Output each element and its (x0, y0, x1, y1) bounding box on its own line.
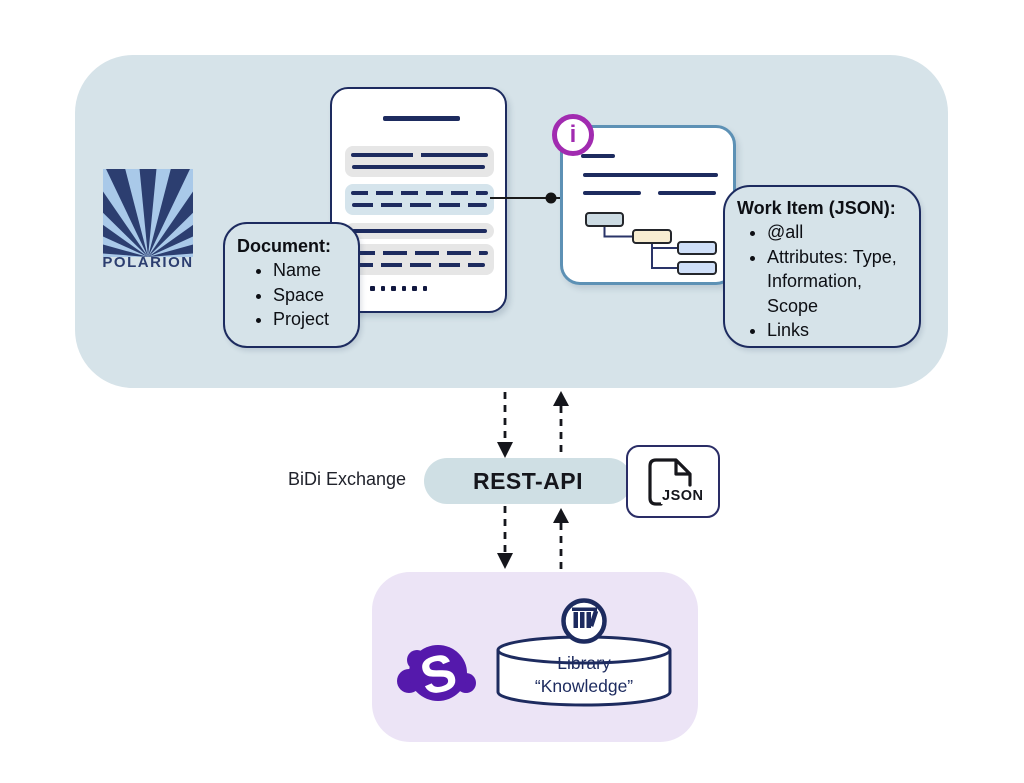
document-ellipsis-dots (370, 286, 427, 291)
workitem-text-segment (583, 191, 641, 195)
arrowhead-down-icon (497, 553, 513, 569)
workitem-title-line (581, 154, 615, 158)
list-item: Project (273, 307, 350, 332)
library-knowledge-label: “Knowledge” (534, 676, 634, 696)
polarion-logo-icon (103, 169, 193, 257)
document-row-4 (345, 244, 494, 275)
arrowhead-up-icon (553, 391, 569, 406)
document-annotation-list: Name Space Project (237, 258, 350, 332)
document-annotation-box: Document: Name Space Project (223, 222, 360, 348)
info-icon: i (552, 114, 594, 156)
workitem-tree-diagram (585, 212, 717, 275)
document-row-1 (345, 146, 494, 177)
workitem-annotation-list: @all Attributes: Type, Information, Scop… (737, 220, 913, 343)
library-books-icon (561, 598, 607, 644)
document-row-3 (345, 223, 494, 239)
list-item: Space (273, 283, 350, 308)
polarion-wordmark: POLARION (102, 254, 194, 271)
list-item: @all (767, 220, 913, 245)
document-row-highlighted (345, 184, 494, 215)
list-item: Links (767, 318, 913, 343)
knowledge-database-cylinder (496, 635, 672, 707)
workitem-card (560, 125, 736, 285)
workitem-annotation-box: Work Item (JSON): @all Attributes: Type,… (723, 185, 921, 348)
rest-api-pill: REST-API (424, 458, 632, 504)
list-item: Attributes: Type, Information, Scope (767, 245, 913, 319)
json-file-label: JSON (661, 488, 704, 504)
json-file-icon (648, 458, 692, 506)
workitem-text-line (583, 173, 718, 177)
list-item: Name (273, 258, 350, 283)
library-name: Library (557, 653, 611, 673)
library-app-logo: S (397, 643, 476, 706)
workitem-text-segment (658, 191, 716, 195)
arrowhead-down-icon (497, 442, 513, 458)
document-title-line (383, 116, 460, 121)
document-annotation-title: Document: (237, 236, 331, 256)
workitem-annotation-title: Work Item (JSON): (737, 198, 896, 218)
json-file-badge: JSON (626, 445, 720, 518)
document-card (330, 87, 507, 313)
arrowhead-up-icon (553, 508, 569, 523)
bidi-exchange-label: BiDi Exchange (288, 469, 407, 489)
